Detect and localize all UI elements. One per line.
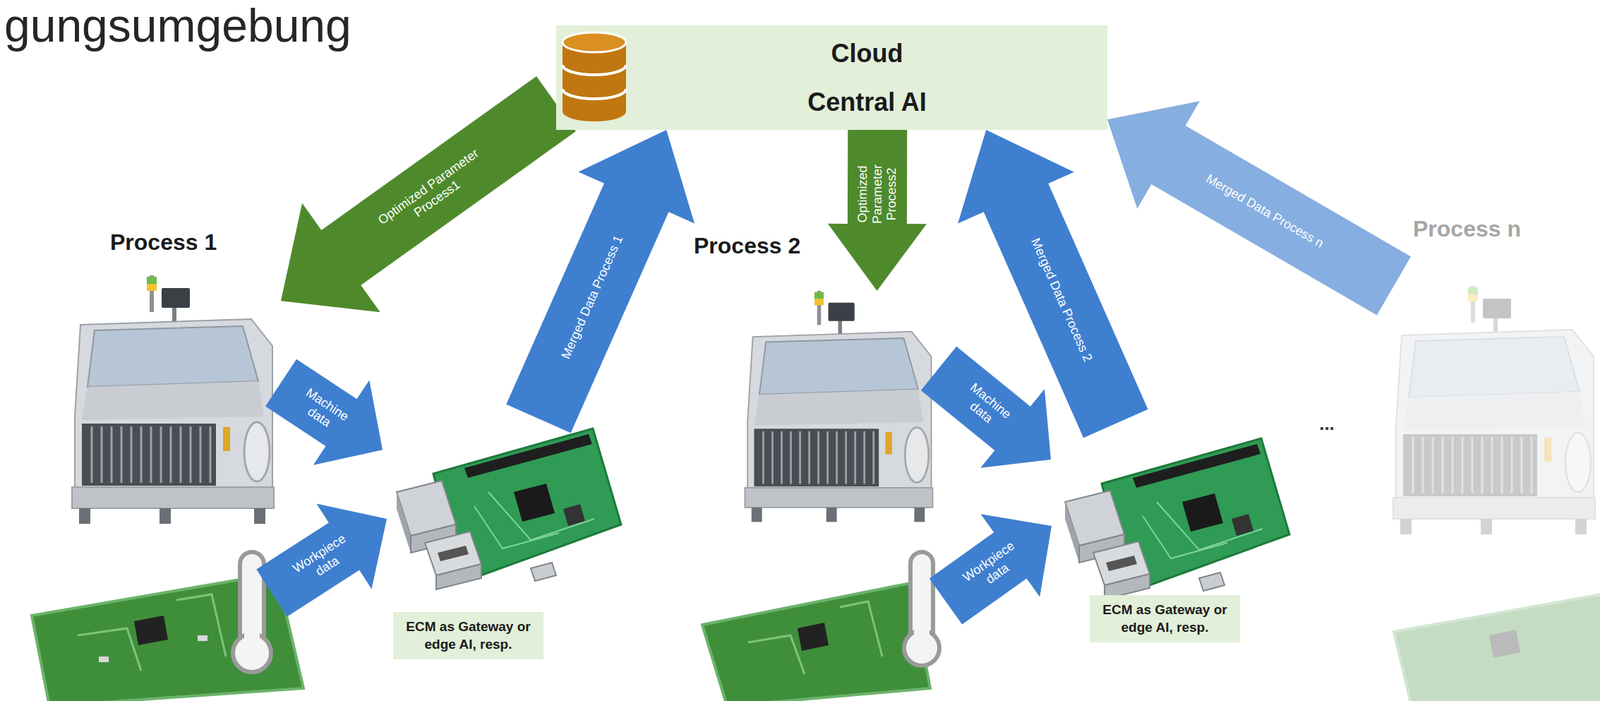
database-icon-part (562, 64, 627, 75)
data-arrow-faded (1107, 100, 1411, 315)
workpiece-1-part (176, 594, 226, 657)
parameter-arrow (280, 76, 576, 312)
process-machine: Process 2 (739, 290, 939, 526)
ellipsis: ... (1319, 412, 1335, 435)
edge-computer-picture (396, 428, 622, 590)
machine-2 (744, 290, 933, 522)
page-title: gungsumgebung (4, 0, 352, 52)
edge-computer-1 (396, 428, 622, 590)
database-icon-part (562, 88, 627, 99)
gateway-node: ECM as Gateway or edge AI, resp. (382, 418, 623, 679)
machine-data-arrow (921, 346, 1051, 468)
process-heading: Process 1 (110, 229, 217, 256)
edge-computer-picture (1065, 438, 1290, 600)
process-machine: Process n (1387, 285, 1597, 531)
database-icon (558, 29, 630, 126)
workpiece-n (1393, 592, 1600, 701)
workpiece-n-part (1489, 629, 1521, 658)
workpiece-2-part (839, 601, 883, 657)
workpiece-2-part (797, 622, 829, 651)
machine-data-arrow (265, 359, 383, 466)
box-text: Cloud (831, 38, 904, 69)
gateway-label: ECM as Gateway or edge AI, resp. (393, 611, 544, 660)
database-icon-part (562, 32, 627, 53)
cloud-box: CloudCentral AI (556, 25, 1108, 130)
workpiece-arrow-part (256, 503, 387, 617)
database-icon-part (562, 42, 627, 122)
workpiece-1-part (77, 628, 142, 671)
arrow-label: Optimized Parameter Process2 (855, 158, 900, 230)
box-text: Central AI (807, 86, 927, 118)
workpiece-n-part (1393, 592, 1600, 701)
parameter-arrow (827, 129, 927, 291)
edge-computer-2 (1065, 438, 1290, 600)
machine-n (1393, 285, 1596, 535)
process-machine: Process 1 (66, 275, 281, 531)
data-arrow (506, 129, 695, 433)
thermometer-2 (904, 551, 940, 666)
machine-1 (71, 275, 274, 524)
gateway-label: ECM as Gateway or edge AI, resp. (1089, 594, 1241, 643)
machine-picture (1393, 285, 1596, 535)
workpiece-arrow-part (929, 513, 1052, 624)
thermometer-2-part (913, 624, 930, 652)
workpiece-1-part (197, 635, 208, 641)
thermometer-1-part (244, 628, 260, 657)
machine-picture (744, 290, 933, 522)
gateway-node: ECM as Gateway or edge AI, resp. (1050, 423, 1291, 664)
process-heading: Process n (1412, 215, 1521, 243)
workpiece-2-part (748, 635, 805, 675)
workpiece-arrow (256, 503, 387, 617)
workpiece-2 (702, 582, 931, 701)
workpiece-1-part (134, 615, 168, 646)
workpiece-1-part (98, 656, 109, 663)
process-heading: Process 2 (693, 232, 801, 260)
workpiece-2-part (702, 582, 931, 701)
machine-picture (71, 275, 274, 524)
workpiece-arrow (929, 513, 1052, 624)
